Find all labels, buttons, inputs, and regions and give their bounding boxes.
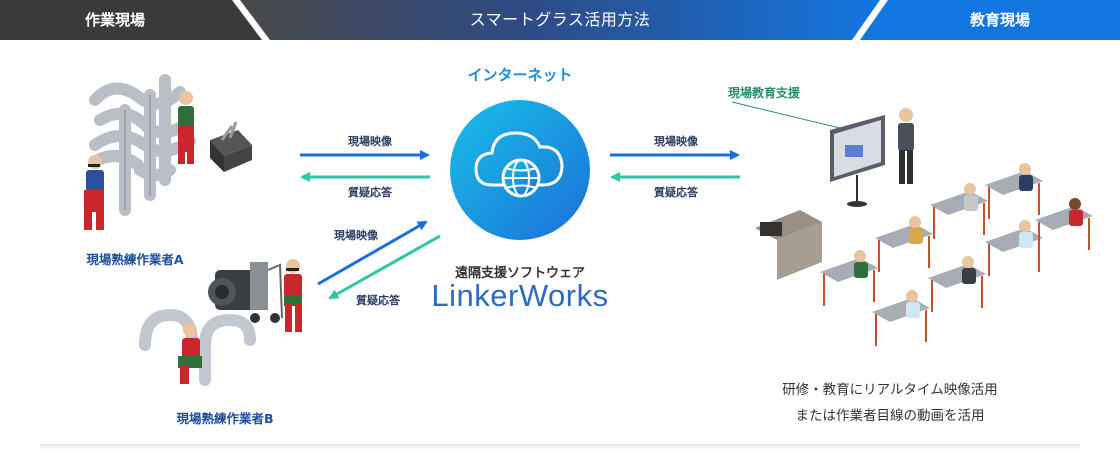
hub-node	[450, 100, 590, 240]
arrow-a-top-label: 現場映像	[348, 135, 392, 148]
arrow-b-bottom-label: 質疑応答	[356, 294, 400, 307]
student-desks	[820, 163, 1093, 346]
worker-b-label: 現場熟練作業者B	[176, 411, 274, 426]
header-right-label: 教育現場	[969, 11, 1030, 29]
banner-left-shape	[0, 0, 262, 40]
header-banner: 作業現場 スマートグラス活用方法 教育現場	[0, 0, 1120, 40]
arrow-right-bottom-label: 質疑応答	[654, 186, 698, 199]
header-center-label: スマートグラス活用方法	[469, 10, 651, 29]
software-label: 遠隔支援ソフトウェア	[454, 266, 585, 281]
banner-center-shape	[240, 0, 880, 40]
caption-line-1: 研修・教育にリアルタイム映像活用	[782, 382, 998, 398]
bottom-divider	[40, 444, 1080, 450]
caption-line-2: または作業者目線の動画を活用	[795, 408, 985, 424]
internet-label: インターネット	[467, 66, 573, 84]
banner-shapes	[0, 0, 1120, 40]
classroom-label: 現場教育支援	[728, 86, 801, 100]
arrow-right-top-label: 現場映像	[654, 135, 698, 148]
header-left-label: 作業現場	[84, 11, 145, 29]
arrow-b-top-label: 現場映像	[334, 229, 378, 242]
arrow-a-bottom-label: 質疑応答	[348, 186, 392, 199]
cloud-globe-icon	[474, 131, 564, 198]
brand-logo-text: LinkerWorks	[431, 278, 609, 313]
banner-right-shape	[860, 0, 1120, 40]
worker-a-label: 現場熟練作業者A	[86, 252, 184, 267]
classroom-illustration	[731, 101, 1093, 346]
arrow-hub-to-b	[328, 234, 441, 300]
worker-a-illustration	[84, 74, 252, 230]
worker-b-illustration	[139, 259, 302, 386]
arrow-b-to-hub	[317, 220, 428, 286]
